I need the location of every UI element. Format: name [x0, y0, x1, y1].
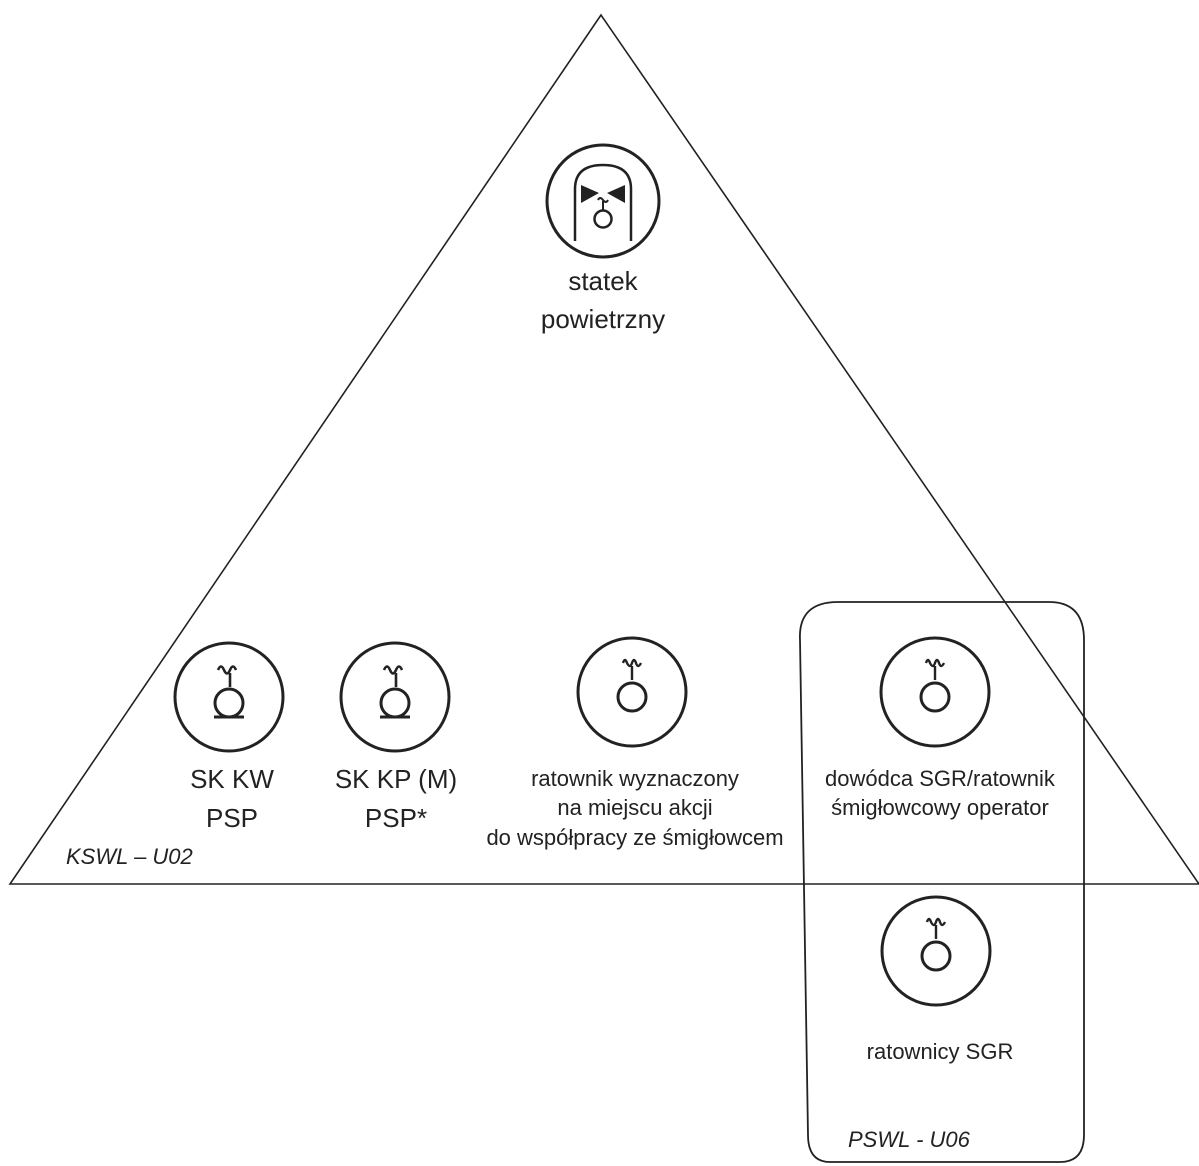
svg-text:śmigłowcowy operator: śmigłowcowy operator — [831, 795, 1049, 820]
rescuer-person-icon — [879, 636, 991, 748]
sgr-rescuers-node: ratownicy SGR — [867, 895, 1014, 1064]
sk-kp-node: SK KP (M) PSP* — [335, 641, 457, 833]
box-zone — [799, 601, 1085, 1163]
svg-text:powietrzny: powietrzny — [541, 304, 665, 334]
aircraft-crew-icon — [545, 143, 661, 259]
aircraft-node: statek powietrzny — [541, 143, 665, 334]
triangle-zone-tag: KSWL – U02 — [66, 844, 193, 869]
svg-text:SK KW: SK KW — [190, 764, 274, 794]
svg-text:do współpracy ze śmigłowcem: do współpracy ze śmigłowcem — [486, 825, 783, 850]
sk-kw-node: SK KW PSP — [173, 641, 285, 833]
svg-text:SK KP (M): SK KP (M) — [335, 764, 457, 794]
commander-person-icon — [173, 641, 285, 753]
box-zone-tag: PSWL - U06 — [848, 1127, 971, 1152]
rescuer-person-icon — [880, 895, 992, 1007]
svg-text:ratownicy SGR: ratownicy SGR — [867, 1039, 1014, 1064]
commander-person-icon — [339, 641, 451, 753]
svg-text:PSP: PSP — [206, 803, 258, 833]
designated-rescuer-node: ratownik wyznaczony na miejscu akcji do … — [486, 636, 784, 850]
svg-text:statek: statek — [568, 266, 638, 296]
sgr-commander-node: dowódca SGR/ratownik śmigłowcowy operato… — [825, 636, 1056, 820]
svg-text:ratownik wyznaczony: ratownik wyznaczony — [531, 766, 739, 791]
svg-text:PSP*: PSP* — [365, 803, 427, 833]
triangle-zone — [8, 13, 1199, 885]
svg-text:na miejscu akcji: na miejscu akcji — [557, 795, 712, 820]
rescuer-person-icon — [576, 636, 688, 748]
svg-text:dowódca SGR/ratownik: dowódca SGR/ratownik — [825, 766, 1056, 791]
